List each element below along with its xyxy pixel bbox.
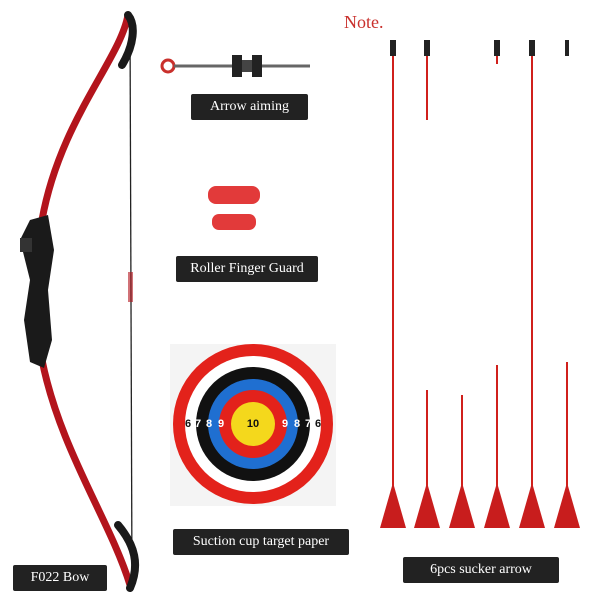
target-paper [170,344,336,506]
arrow-aiming-label: Arrow aiming [191,94,308,120]
arrow-rest [20,238,32,252]
string-serving [128,272,133,302]
upper-limb-tip [118,11,137,69]
target-ring-number: 8 [294,418,300,430]
target-ring-number: 6 [315,418,321,430]
target-ring-number: 7 [195,418,201,430]
sucker-arrows [380,40,580,528]
target-ring-number: 6 [185,418,191,430]
grip [20,215,54,368]
recurve-bow [20,11,140,592]
target-center-number: 10 [247,418,259,430]
target-ring-number: 9 [282,418,288,430]
bow-string [129,19,133,586]
upper-limb [38,11,132,224]
lower-limb [38,356,134,589]
target-ring-number: 7 [305,418,311,430]
target-paper-label: Suction cup target paper [173,529,349,555]
target-ring-number: 8 [206,418,212,430]
finger-guards [208,186,260,230]
note-text: Note. [344,12,384,32]
target-ring-number: 9 [218,418,224,430]
lower-limb-tip [114,521,140,592]
bow-label: F022 Bow [13,565,107,591]
arrow-sight [160,55,310,77]
arrows-label: 6pcs sucker arrow [403,557,559,583]
finger-guard-label: Roller Finger Guard [176,256,318,282]
